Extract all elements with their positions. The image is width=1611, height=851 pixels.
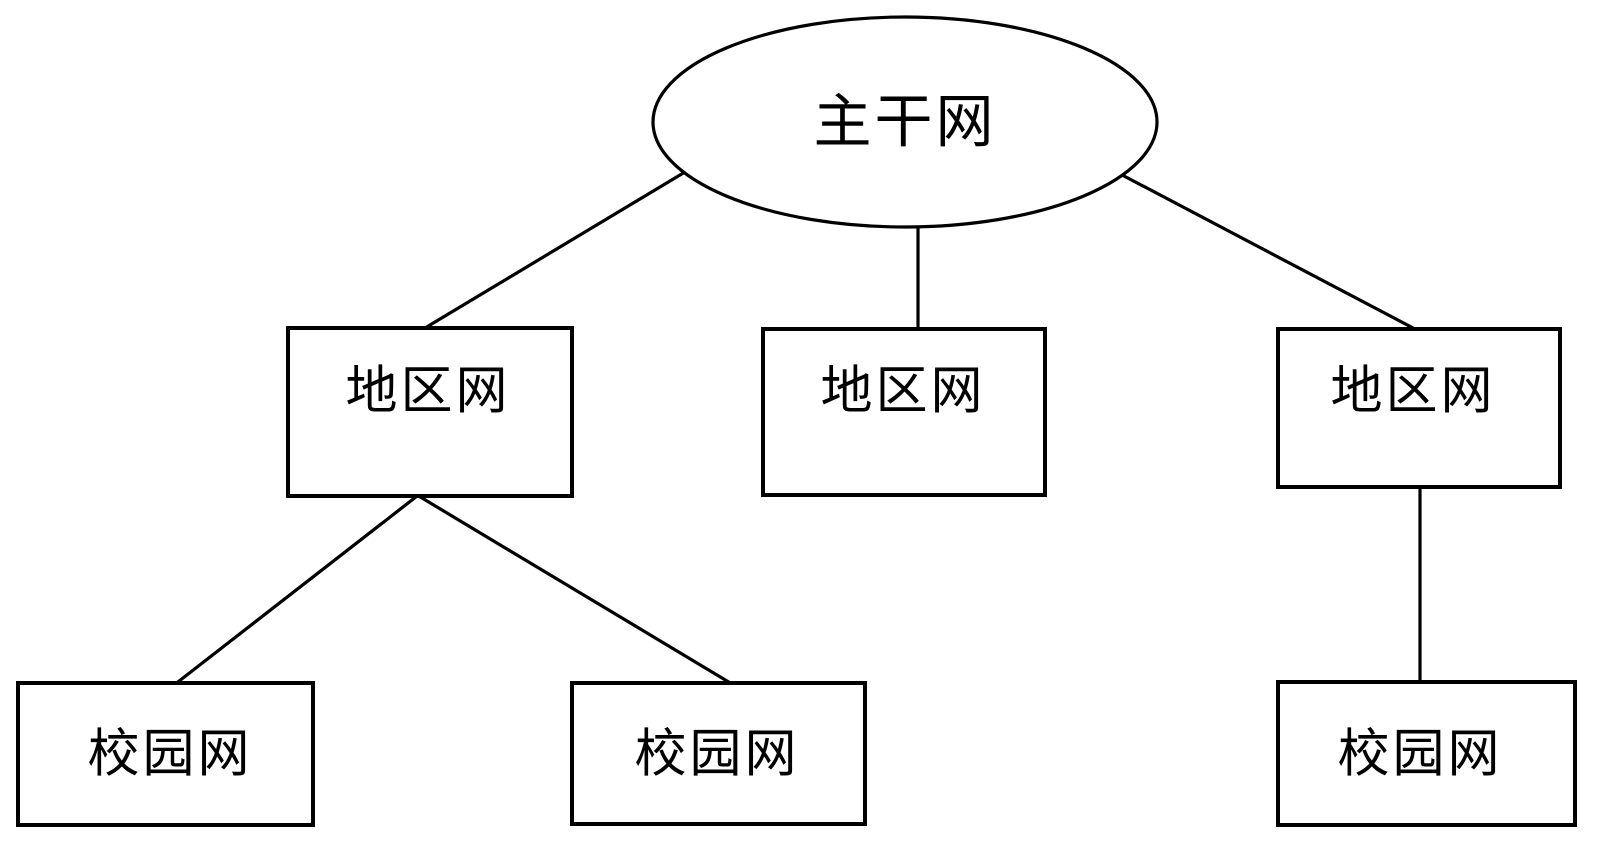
edge-backbone-to-region-right xyxy=(1104,164,1433,340)
node-region-right-label: 地区网 xyxy=(1330,364,1495,421)
node-campus-right-label: 校园网 xyxy=(1337,727,1502,784)
edge-region-left-to-campus-left xyxy=(164,484,431,694)
diagram-edges xyxy=(164,161,1433,695)
node-campus-mid-box xyxy=(570,681,867,826)
node-backbone-ellipse xyxy=(651,15,1159,229)
diagram-node-shapes xyxy=(16,15,1577,827)
diagram-node-labels: 主干网 地区网 地区网 地区网 校园网 校园网 校园网 xyxy=(87,90,1502,784)
node-region-mid-label: 地区网 xyxy=(820,364,985,421)
node-campus-right-box xyxy=(1276,680,1577,827)
node-campus-left-box xyxy=(16,681,315,827)
edge-region-left-to-campus-mid xyxy=(406,487,743,692)
node-campus-left-label: 校园网 xyxy=(87,727,252,784)
node-region-left-box xyxy=(286,326,574,498)
node-campus-mid-label: 校园网 xyxy=(634,727,799,784)
node-region-right-box xyxy=(1276,327,1562,489)
node-region-left-label: 地区网 xyxy=(345,364,510,421)
edge-backbone-to-region-left xyxy=(409,161,701,339)
node-region-mid-box xyxy=(761,327,1047,497)
node-backbone-label: 主干网 xyxy=(813,90,996,155)
